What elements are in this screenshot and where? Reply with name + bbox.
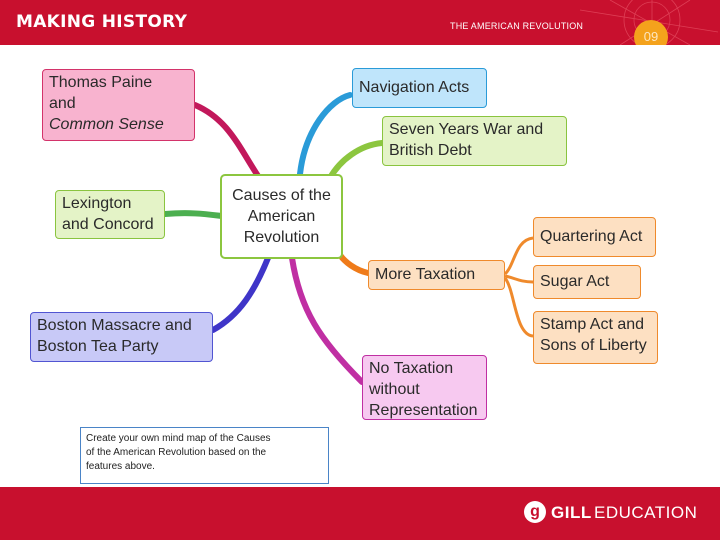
footer-brand-bold: GILL [551, 503, 592, 522]
connector-stamp [503, 277, 534, 338]
node-quartering-act: Quartering Act [533, 217, 656, 257]
connector-navigation [297, 92, 353, 177]
node-sugar-act: Sugar Act [533, 265, 641, 299]
connector-sugar [504, 274, 534, 284]
connector-thomas-paine [192, 102, 265, 185]
connector-lexington [162, 210, 225, 219]
section-title: THE AMERICAN REVOLUTION [450, 21, 584, 31]
node-stamp-act: Stamp Act and Sons of Liberty [533, 311, 658, 364]
connector-no-taxation [289, 255, 365, 385]
node-no-taxation: No Taxation without Representation [362, 355, 487, 420]
node-thomas-paine: Thomas Paine and Common Sense [42, 69, 195, 141]
brand-title: MAKING HISTORY [16, 12, 188, 32]
gill-logo-icon: g [524, 501, 546, 523]
page-number-badge: 09 [634, 20, 668, 45]
header-bar: MAKING HISTORY THE AMERICAN REVOLUTION 0… [0, 0, 720, 45]
connector-quartering [503, 236, 534, 276]
instruction-note: Create your own mind map of the Causes o… [80, 427, 329, 484]
node-boston: Boston Massacre and Boston Tea Party [30, 312, 213, 362]
footer-brand-light: EDUCATION [594, 503, 698, 522]
connector-boston [210, 255, 271, 333]
mind-map-connectors [162, 92, 534, 385]
connector-seven-years [327, 140, 385, 181]
node-lexington: Lexington and Concord [55, 190, 165, 239]
node-seven-years-war: Seven Years War and British Debt [382, 116, 567, 166]
footer-bar: g GILL EDUCATION [0, 487, 720, 540]
node-navigation-acts: Navigation Acts [352, 68, 487, 108]
node-center-causes: Causes of the American Revolution [220, 174, 343, 259]
node-more-taxation: More Taxation [368, 260, 505, 290]
connector-taxation [337, 252, 371, 276]
